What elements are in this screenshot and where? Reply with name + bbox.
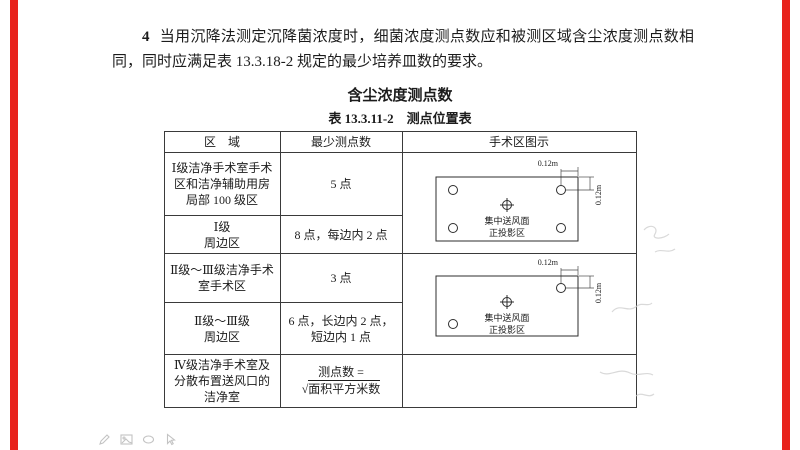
section-title: 含尘浓度测点数 xyxy=(347,88,453,104)
measurement-point xyxy=(447,319,458,329)
cursor-icon[interactable] xyxy=(164,433,177,446)
image-icon[interactable] xyxy=(120,433,133,446)
table-header-row: 区 域 最少测点数 手术区图示 xyxy=(163,131,637,153)
measurement-point xyxy=(555,185,566,195)
measurement-point xyxy=(447,185,458,195)
header-diagram: 手术区图示 xyxy=(401,131,637,153)
pencil-icon[interactable] xyxy=(98,433,111,446)
center-point-symbol xyxy=(499,198,514,212)
center-point-symbol xyxy=(499,295,514,309)
paragraph-number: 4 xyxy=(142,29,152,45)
points-cell: 5 点 xyxy=(279,151,403,217)
dim-label-top: 0.12m xyxy=(537,258,558,267)
region-line: 周边区 xyxy=(203,235,240,250)
table-row: Ⅱ级～Ⅲ级 周边区 6 点，长边内 2 点，短边内 1 点 xyxy=(163,302,636,355)
region-cell: Ⅳ级洁净手术室及分散布置送风口的洁净室 xyxy=(163,354,281,408)
diagram-label-line1: 集中送风面 xyxy=(484,312,529,323)
table-row: Ⅱ级～Ⅲ级洁净手术室手术区 3 点 0.12m 0.12m xyxy=(163,252,637,355)
surgical-area-diagram-1: 0.12m 0.12m xyxy=(435,159,603,242)
surgical-area-diagram-2: 0.12m 0.12m 集中送风面 正投影 xyxy=(435,258,603,337)
oval-icon[interactable] xyxy=(142,433,155,446)
empty-diagram-cell xyxy=(401,354,637,408)
points-cell: 3 点 xyxy=(279,252,403,304)
measurement-points-table: 区 域 最少测点数 手术区图示 Ⅰ级洁净手术室手术区和洁净辅助用房局部 100 … xyxy=(163,131,637,408)
diagram-label-line2: 正投影区 xyxy=(488,324,524,335)
dim-label-right: 0.12m xyxy=(594,282,603,303)
annotation-toolbar xyxy=(98,433,177,446)
points-cell: 6 点，长边内 2 点，短边内 1 点 xyxy=(279,302,403,355)
region-cell: Ⅰ级洁净手术室手术区和洁净辅助用房局部 100 级区 xyxy=(163,151,281,217)
header-min-points: 最少测点数 xyxy=(279,131,403,153)
left-accent-bar xyxy=(10,0,18,450)
region-cell: Ⅱ级～Ⅲ级洁净手术室手术区 xyxy=(163,252,281,304)
dim-label-top: 0.12m xyxy=(537,159,558,168)
points-formula-cell: 测点数 = √面积平方米数 xyxy=(279,354,403,408)
header-region: 区 域 xyxy=(163,131,281,153)
diagram-label-line2: 正投影区 xyxy=(488,227,524,238)
table-row: Ⅰ级 周边区 8 点，每边内 2 点 xyxy=(163,215,636,254)
sqrt-radicand: 面积平方米数 xyxy=(308,380,381,396)
projection-area-rect xyxy=(435,275,578,337)
paragraph-text: 当用沉降法测定沉降菌浓度时，细菌浓度测点数应和被测区域含尘浓度测点数相同，同时应… xyxy=(112,29,694,70)
measurement-point xyxy=(555,283,566,293)
region-cell: Ⅱ级～Ⅲ级 周边区 xyxy=(163,302,281,355)
measurement-point xyxy=(447,223,458,233)
diagram-cell-1: 0.12m 0.12m xyxy=(401,152,637,254)
region-line: Ⅱ级～Ⅲ级 xyxy=(194,313,250,328)
right-accent-bar xyxy=(782,0,790,450)
table-row: Ⅰ级洁净手术室手术区和洁净辅助用房局部 100 级区 5 点 0.12m 0.1… xyxy=(163,151,637,254)
region-line: Ⅰ级 xyxy=(213,219,231,234)
measurement-point xyxy=(555,223,566,233)
sqrt-sign: √ xyxy=(301,382,309,396)
dim-label-right: 0.12m xyxy=(594,184,603,205)
diagram-cell-2: 0.12m 0.12m 集中送风面 正投影 xyxy=(401,253,637,355)
region-cell: Ⅰ级 周边区 xyxy=(163,215,281,254)
points-cell: 8 点，每边内 2 点 xyxy=(279,215,403,254)
diagram-label-line1: 集中送风面 xyxy=(484,215,529,226)
formula-lhs: 测点数 = xyxy=(318,365,364,379)
projection-area-rect xyxy=(435,176,578,242)
table-caption: 表 13.3.11-2 测点位置表 xyxy=(328,111,472,126)
table-row: Ⅳ级洁净手术室及分散布置送风口的洁净室 测点数 = √面积平方米数 xyxy=(163,354,637,408)
formula-sqrt-expression: √面积平方米数 xyxy=(286,380,397,398)
region-line: 周边区 xyxy=(203,329,240,344)
